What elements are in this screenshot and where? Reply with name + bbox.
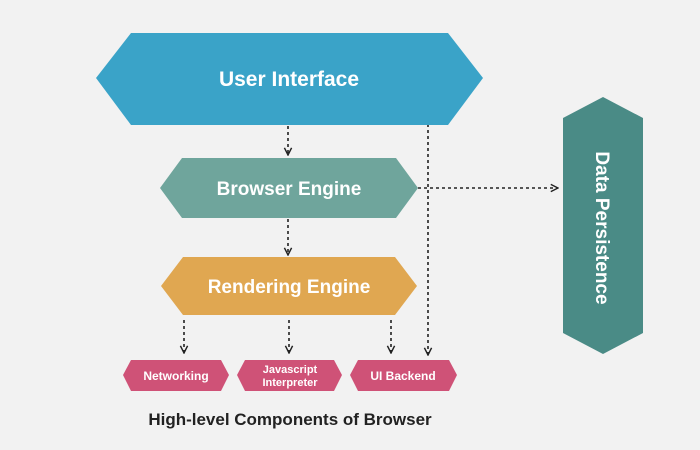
node-user-interface-label: User Interface bbox=[219, 68, 359, 91]
node-rendering-engine-label: Rendering Engine bbox=[208, 277, 371, 298]
diagram-caption: High-level Components of Browser bbox=[148, 410, 432, 429]
node-browser-engine: Browser Engine bbox=[160, 158, 418, 218]
node-javascript-interpreter: Javascript Interpreter bbox=[237, 360, 342, 391]
node-data-persistence-label: Data Persistence bbox=[591, 151, 612, 304]
node-browser-engine-shape bbox=[160, 158, 418, 218]
node-javascript-interpreter-shape bbox=[237, 360, 342, 391]
node-rendering-engine: Rendering Engine bbox=[161, 257, 417, 315]
node-javascript-interpreter-label-line-2: Interpreter bbox=[262, 377, 318, 389]
node-ui-backend: UI Backend bbox=[350, 360, 457, 391]
node-networking-shape bbox=[123, 360, 229, 391]
node-user-interface-shape bbox=[96, 33, 483, 125]
node-networking-label: Networking bbox=[143, 369, 208, 383]
node-networking: Networking bbox=[123, 360, 229, 391]
node-ui-backend-label: UI Backend bbox=[370, 369, 435, 383]
node-browser-engine-label: Browser Engine bbox=[217, 179, 362, 200]
node-data-persistence: Data Persistence bbox=[563, 97, 643, 354]
node-user-interface: User Interface bbox=[96, 33, 483, 125]
node-data-persistence-shape bbox=[563, 97, 643, 354]
node-ui-backend-shape bbox=[350, 360, 457, 391]
node-rendering-engine-shape bbox=[161, 257, 417, 315]
node-javascript-interpreter-label: Javascript bbox=[263, 364, 318, 376]
